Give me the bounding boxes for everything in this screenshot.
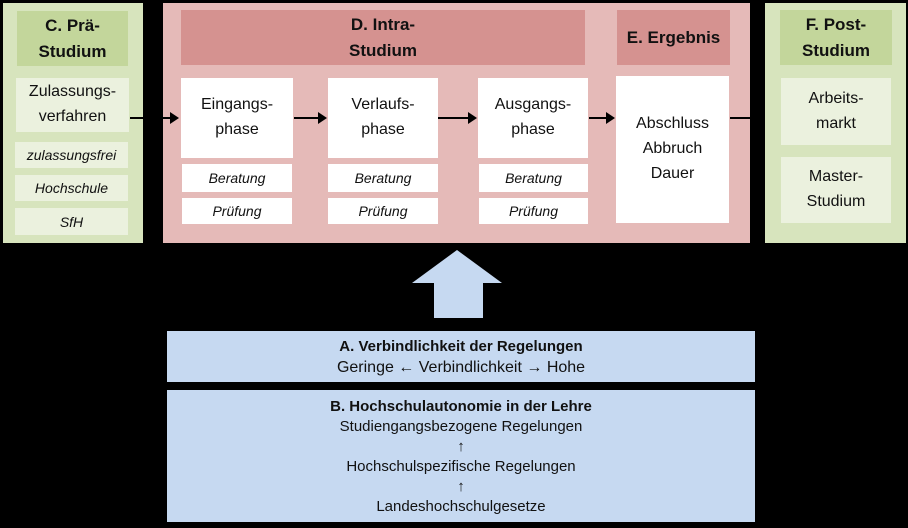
up-arrow-icon bbox=[412, 250, 502, 283]
intra-studium-header: D. Intra- Studium bbox=[181, 10, 585, 65]
up-arrow-text-icon: ↑ bbox=[457, 477, 465, 495]
ausgangsphase-box: Ausgangs- phase bbox=[478, 78, 588, 158]
prae-studium-header: C. Prä- Studium bbox=[17, 11, 128, 66]
pruefung-box: Prüfung bbox=[328, 198, 438, 224]
arrow-right-icon bbox=[730, 112, 764, 124]
arrow-right-icon bbox=[589, 112, 615, 124]
beratung-box: Beratung bbox=[182, 164, 292, 192]
hochschule-box: Hochschule bbox=[15, 175, 128, 201]
beratung-box: Beratung bbox=[479, 164, 588, 192]
verbindlichkeit-box: A. Verbindlichkeit der Regelungen Gering… bbox=[167, 331, 755, 382]
verbindlichkeit-scale: Geringe ← Verbindlichkeit → Hohe bbox=[336, 358, 586, 376]
arrow-right-icon bbox=[294, 112, 327, 124]
zulassungsverfahren-box: Zulassungs- verfahren bbox=[16, 78, 129, 132]
autonomie-level: Hochschulspezifische Regelungen bbox=[346, 457, 576, 475]
hochschulautonomie-title: B. Hochschulautonomie in der Lehre bbox=[330, 397, 592, 415]
arrow-right-icon bbox=[130, 112, 179, 124]
verlaufsphase-box: Verlaufs- phase bbox=[328, 78, 438, 158]
autonomie-level: Studiengangsbezogene Regelungen bbox=[339, 417, 583, 435]
pruefung-box: Prüfung bbox=[479, 198, 588, 224]
arbeitsmarkt-box: Arbeits- markt bbox=[781, 78, 891, 145]
beratung-box: Beratung bbox=[328, 164, 438, 192]
up-arrow-text-icon: ↑ bbox=[457, 437, 465, 455]
eingangsphase-box: Eingangs- phase bbox=[181, 78, 293, 158]
sfh-box: SfH bbox=[15, 208, 128, 235]
abschluss-abbruch-dauer-box: Abschluss Abbruch Dauer bbox=[616, 76, 729, 223]
post-studium-header: F. Post- Studium bbox=[780, 10, 892, 65]
verbindlichkeit-title: A. Verbindlichkeit der Regelungen bbox=[339, 337, 583, 355]
master-studium-box: Master- Studium bbox=[781, 157, 891, 223]
hochschulautonomie-box: B. Hochschulautonomie in der Lehre Studi… bbox=[167, 390, 755, 522]
up-arrow-stem bbox=[434, 283, 483, 318]
arrow-right-icon bbox=[438, 112, 477, 124]
ergebnis-header: E. Ergebnis bbox=[617, 10, 730, 65]
autonomie-level: Landeshochschulgesetze bbox=[376, 497, 546, 515]
zulassungsfrei-box: zulassungsfrei bbox=[15, 142, 128, 168]
pruefung-box: Prüfung bbox=[182, 198, 292, 224]
